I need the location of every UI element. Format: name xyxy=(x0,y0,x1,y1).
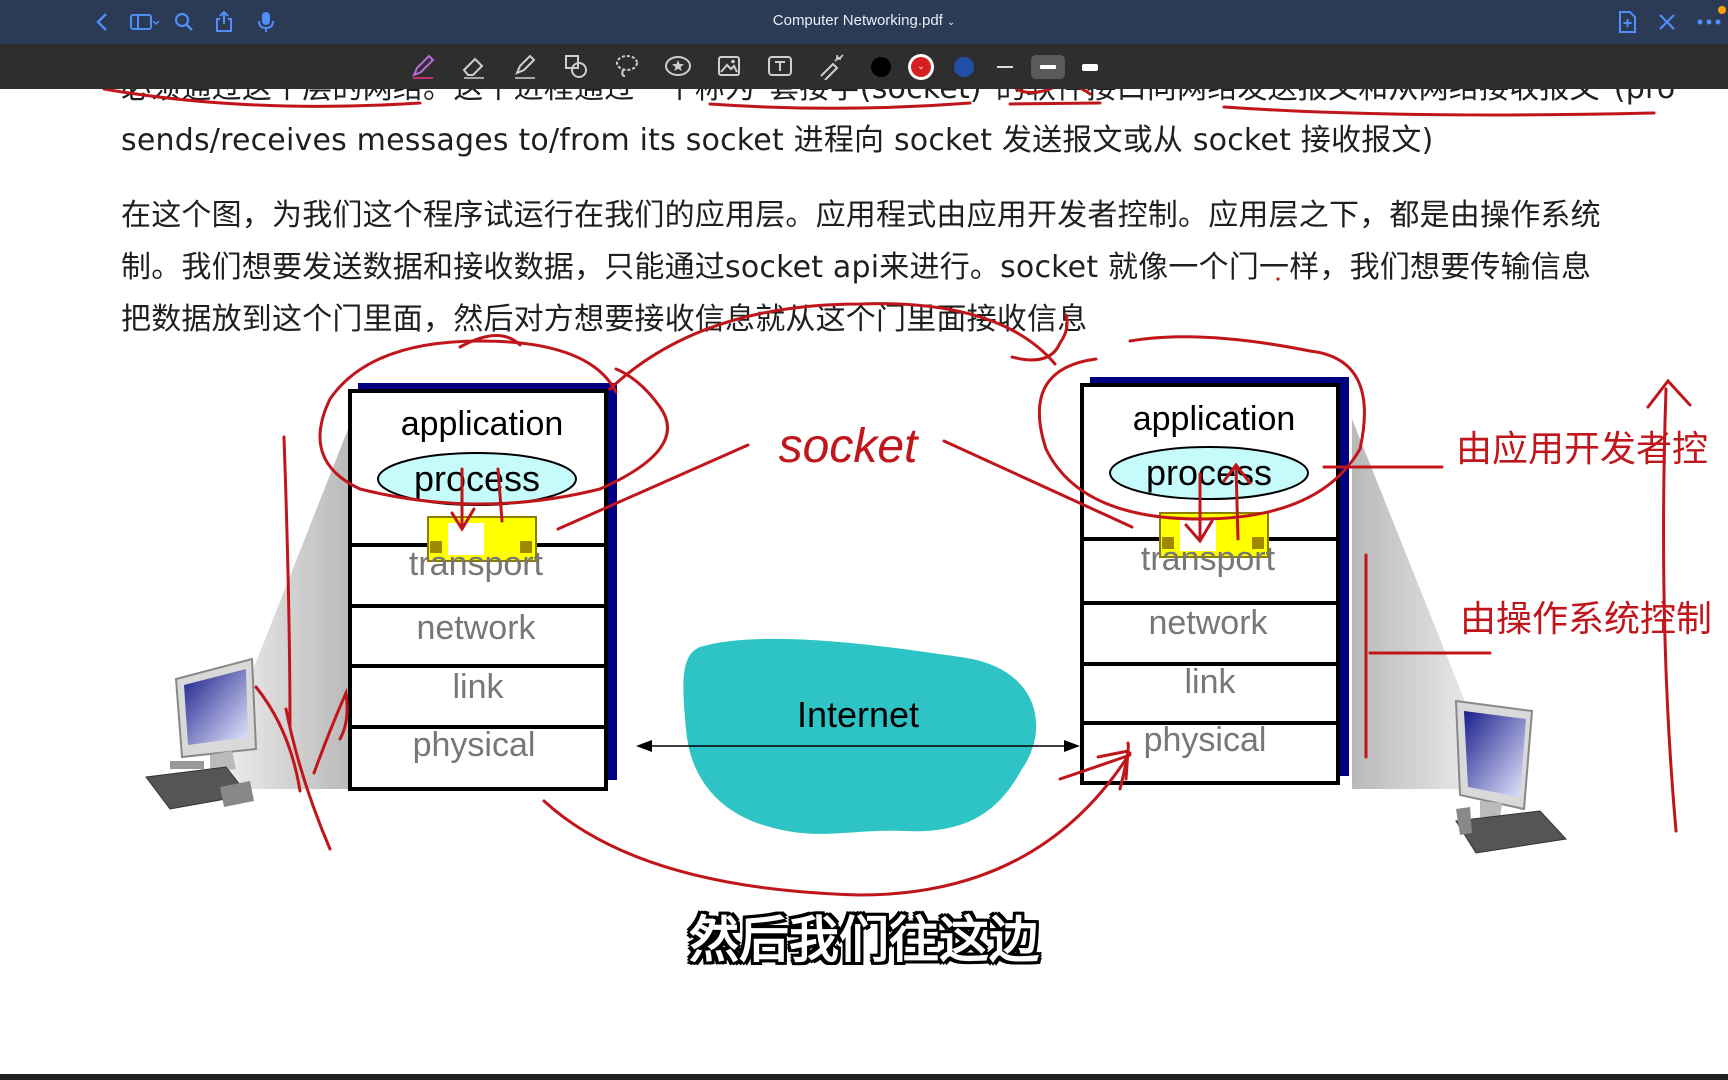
more-options-icon[interactable] xyxy=(1694,10,1724,34)
color-red-swatch-selected[interactable]: ⌄ xyxy=(908,54,934,80)
eraser-tool-icon[interactable] xyxy=(459,51,489,81)
network-diagram: application process transport network li… xyxy=(102,89,1712,897)
internet-cloud xyxy=(683,638,1037,834)
laser-pointer-tool-icon[interactable] xyxy=(816,51,846,81)
thick-stroke-option[interactable] xyxy=(1073,55,1107,79)
app-developer-annotation: 由应用开发者控 xyxy=(1456,429,1708,470)
lasso-tool-icon[interactable] xyxy=(612,51,642,81)
share-icon[interactable] xyxy=(212,10,236,34)
left-process-label: process xyxy=(414,458,540,499)
left-application-label: application xyxy=(401,405,564,443)
left-transport-label: transport xyxy=(409,545,544,583)
title-bar: Computer Networking.pdf⌄ xyxy=(0,0,1728,44)
color-blue-swatch[interactable] xyxy=(954,57,974,77)
arrowhead-right xyxy=(1064,740,1080,752)
video-subtitle: 然后我们往这边 xyxy=(689,911,1039,969)
paragraph-line-1: 在这个图，为我们这个程序试运行在我们的应用层。应用程式由应用开发者控制。应用层之… xyxy=(121,198,1601,233)
text-line-1: sends/receives messages to/from its sock… xyxy=(121,123,1434,158)
cut-off-text-line: 必须通过这个层的网络。这个进程通过一个称为"套接字(socket)"的软件接口向… xyxy=(121,89,1675,107)
back-icon[interactable] xyxy=(90,10,114,34)
shapes-tool-icon[interactable] xyxy=(561,51,591,81)
right-host-shade xyxy=(1352,419,1500,789)
left-protocol-stack: application process transport network li… xyxy=(348,383,617,791)
right-protocol-stack: application process transport network li… xyxy=(1080,377,1349,785)
text-tool-icon[interactable] xyxy=(765,51,795,81)
annotation-toolbar: ⌄ xyxy=(0,44,1728,90)
left-network-label: network xyxy=(416,609,536,647)
ink-dot xyxy=(1276,277,1280,281)
left-physical-label: physical xyxy=(413,726,536,764)
right-computer-icon xyxy=(1454,699,1568,854)
right-process-label: process xyxy=(1146,452,1272,493)
close-icon[interactable] xyxy=(1655,10,1679,34)
sidebar-toggle-icon[interactable] xyxy=(128,10,160,34)
internet-label: Internet xyxy=(797,694,919,735)
left-link-label: link xyxy=(452,668,504,706)
right-link-label: link xyxy=(1184,663,1236,701)
paragraph-line-2: 制。我们想要发送数据和接收数据，只能通过socket api来进行。socket… xyxy=(121,250,1592,285)
medium-stroke-option-selected[interactable] xyxy=(1031,55,1065,79)
sticker-tool-icon[interactable] xyxy=(663,51,693,81)
highlighter-tool-icon[interactable] xyxy=(510,51,540,81)
right-network-label: network xyxy=(1148,604,1268,642)
microphone-icon[interactable] xyxy=(254,10,278,34)
right-transport-label: transport xyxy=(1141,540,1276,578)
socket-annotation: socket xyxy=(779,420,919,473)
red-ink-annotations xyxy=(102,89,1692,897)
thin-stroke-option[interactable] xyxy=(988,55,1022,79)
image-tool-icon[interactable] xyxy=(714,51,744,81)
arrowhead-left xyxy=(636,740,652,752)
paragraph-line-3: 把数据放到这个门里面，然后对方想要接收信息就从这个门里面接收信息 xyxy=(121,302,1088,337)
document-title[interactable]: Computer Networking.pdf⌄ xyxy=(772,12,956,29)
pdf-page[interactable]: 必须通过这个层的网络。这个进程通过一个称为"套接字(socket)"的软件接口向… xyxy=(0,89,1728,1074)
color-black-swatch[interactable] xyxy=(871,57,891,77)
add-page-icon[interactable] xyxy=(1615,10,1639,34)
left-computer-icon xyxy=(145,657,258,810)
search-icon[interactable] xyxy=(172,10,196,34)
notification-dot xyxy=(1718,6,1726,14)
right-application-label: application xyxy=(1133,400,1296,438)
right-physical-label: physical xyxy=(1144,721,1267,759)
bottom-edge-bar xyxy=(0,1074,1728,1080)
os-control-annotation: 由操作系统控制 xyxy=(1460,599,1712,640)
pen-tool-icon[interactable] xyxy=(408,51,438,81)
